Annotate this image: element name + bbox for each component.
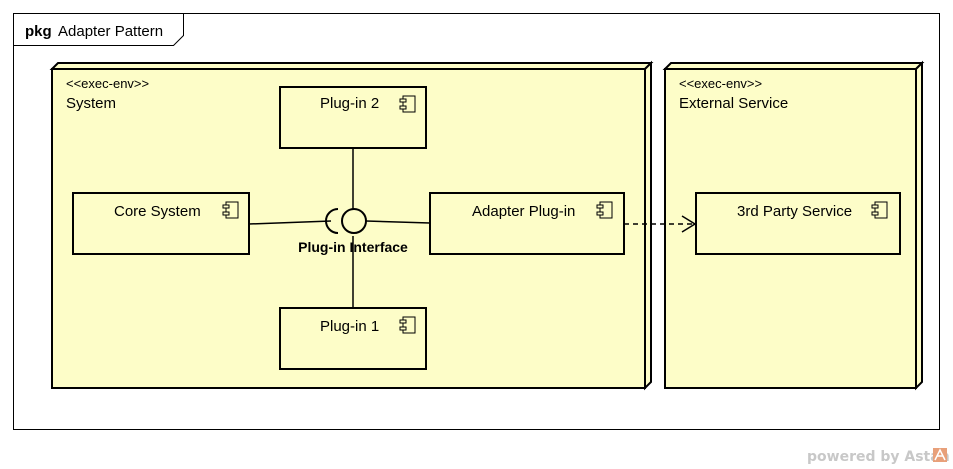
adapter-to-interface-line <box>365 220 431 224</box>
plugin-interface[interactable]: Plug-in Interface <box>298 208 408 255</box>
component-plugin-2[interactable]: Plug-in 2 <box>279 86 427 149</box>
third-party-label: 3rd Party Service <box>737 203 852 220</box>
interface-label: Plug-in Interface <box>298 239 408 255</box>
plugin1-label: Plug-in 1 <box>320 318 379 335</box>
external-name: External Service <box>679 95 788 112</box>
core-label: Core System <box>114 203 201 220</box>
package-keyword: pkg <box>25 23 52 40</box>
system-stereotype: <<exec-env>> <box>66 76 149 91</box>
component-icon <box>871 201 888 219</box>
component-adapter-plugin[interactable]: Adapter Plug-in <box>429 192 625 255</box>
component-plugin-1[interactable]: Plug-in 1 <box>279 307 427 370</box>
package-name: Adapter Pattern <box>58 23 163 40</box>
connectors <box>248 148 697 308</box>
core-to-interface-line <box>248 220 332 225</box>
component-icon <box>596 201 613 219</box>
adapter-label: Adapter Plug-in <box>472 203 575 220</box>
watermark-text: powered by Astah <box>807 449 950 465</box>
component-icon <box>222 201 239 219</box>
interface-socket-icon <box>325 208 339 234</box>
component-third-party-service[interactable]: 3rd Party Service <box>695 192 901 255</box>
system-name: System <box>66 95 116 112</box>
component-core-system[interactable]: Core System <box>72 192 250 255</box>
interface-ball-icon <box>341 208 367 234</box>
astah-watermark: powered by Astah <box>807 448 950 465</box>
astah-logo-icon <box>933 448 947 462</box>
component-icon <box>399 316 416 334</box>
component-icon <box>399 95 416 113</box>
external-stereotype: <<exec-env>> <box>679 76 762 91</box>
plugin2-label: Plug-in 2 <box>320 95 379 112</box>
